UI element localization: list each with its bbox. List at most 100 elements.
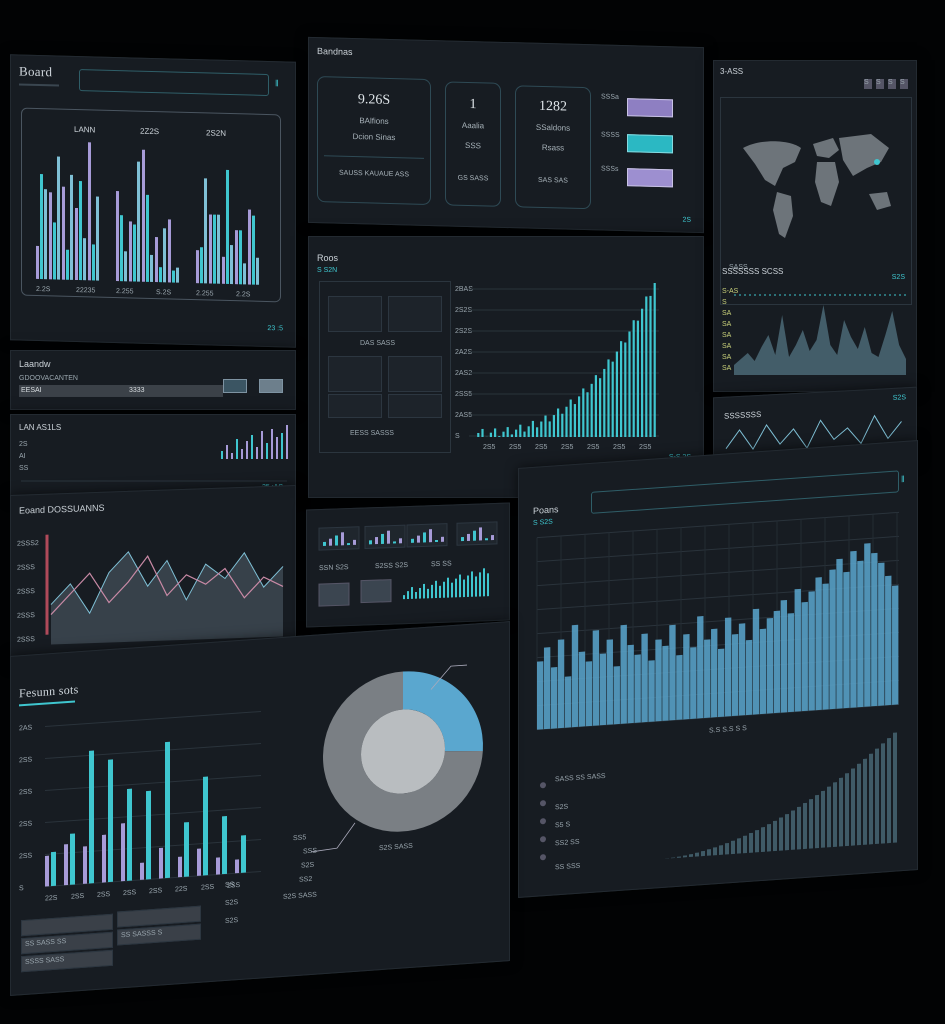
tile-bar bbox=[483, 568, 485, 597]
tile-bar bbox=[335, 535, 338, 546]
trend-bar bbox=[557, 639, 565, 729]
callout-line bbox=[310, 822, 356, 853]
x-tick-label: 2SS bbox=[227, 882, 241, 890]
panel-footer: 23 :5 bbox=[267, 324, 283, 333]
x-tick-label: 2.255 bbox=[116, 288, 134, 295]
filter-toggle-1[interactable] bbox=[223, 379, 247, 393]
tile-bar bbox=[415, 591, 417, 599]
bar bbox=[216, 857, 220, 875]
lower-bar bbox=[707, 849, 711, 856]
y-tick-label: S bbox=[19, 885, 24, 892]
spark-bar bbox=[236, 439, 238, 459]
trend-bar bbox=[704, 639, 711, 718]
tile-bar bbox=[487, 573, 489, 597]
trend-bar bbox=[815, 577, 822, 711]
tile-bar bbox=[455, 578, 457, 598]
legend-swatch-1[interactable] bbox=[627, 98, 673, 118]
tool-4[interactable]: S bbox=[900, 79, 908, 89]
area-fill bbox=[734, 305, 906, 375]
panel-title: Board bbox=[19, 63, 53, 80]
legend-label-1: SSSa bbox=[601, 93, 619, 101]
kpi-card-2[interactable]: 1 Aaalia SSS GS SASS bbox=[445, 81, 501, 207]
filter-bar[interactable] bbox=[19, 385, 223, 397]
tile-bar bbox=[479, 527, 482, 541]
bar bbox=[79, 181, 82, 281]
kpis-title: Bandnas bbox=[317, 46, 353, 57]
spark-bar bbox=[251, 435, 253, 459]
filter-bar-label: EESAI bbox=[21, 387, 42, 394]
y-tick-label: S bbox=[455, 433, 460, 440]
trend-bar bbox=[592, 630, 600, 726]
search-icon[interactable]: ǁ bbox=[275, 78, 279, 89]
y-tick-label: 2S2S bbox=[455, 307, 472, 314]
legend-swatch-3[interactable] bbox=[627, 168, 673, 188]
bar bbox=[75, 207, 78, 281]
tool-1[interactable]: S bbox=[864, 79, 872, 89]
kpis-footer: 2S bbox=[682, 216, 691, 224]
growth-bar bbox=[624, 342, 627, 437]
bar bbox=[204, 178, 207, 284]
tool-3[interactable]: S bbox=[888, 79, 896, 89]
trend-bar bbox=[808, 591, 815, 711]
legend-swatch-2[interactable] bbox=[627, 134, 673, 154]
kpi-sublabel: Rsass bbox=[541, 142, 565, 153]
filter-toggle-2[interactable] bbox=[259, 379, 283, 393]
trend-bar bbox=[585, 661, 593, 727]
bar bbox=[120, 215, 123, 282]
tile-bar bbox=[393, 541, 396, 544]
donut-label: SSS bbox=[303, 847, 318, 856]
lower-bar bbox=[737, 838, 741, 854]
kpi-card-3[interactable]: 1282 SSaldons Rsass SAS SAS bbox=[515, 85, 591, 210]
growth-bar bbox=[498, 436, 501, 437]
world-map-icon[interactable] bbox=[721, 98, 911, 304]
kpi-card-1[interactable]: 9.26S BAlfions Dcion Sinas SAUSS KAUAUE … bbox=[317, 76, 431, 206]
x-tick-label: 2S5 bbox=[639, 444, 652, 451]
y-tick-label: 2SS bbox=[19, 820, 33, 828]
trend-bar bbox=[829, 569, 836, 710]
bar bbox=[83, 846, 87, 884]
trend-bar bbox=[543, 647, 551, 730]
bar bbox=[150, 254, 153, 282]
tool-2[interactable]: S bbox=[876, 79, 884, 89]
lower-bar bbox=[821, 790, 825, 848]
search-input[interactable] bbox=[79, 69, 269, 97]
bar bbox=[127, 788, 132, 881]
filter-sub: GDOOVACANTEN bbox=[19, 375, 78, 382]
lower-bar bbox=[815, 794, 819, 849]
donut-label: S2S bbox=[301, 861, 315, 870]
bullet-icon bbox=[540, 836, 546, 843]
tile-bar bbox=[473, 530, 476, 541]
trend-bar bbox=[648, 660, 655, 722]
pink-line bbox=[50, 555, 284, 615]
bar bbox=[184, 822, 189, 877]
tile-bar bbox=[479, 572, 481, 597]
bullet-icon bbox=[540, 818, 546, 825]
bar bbox=[239, 230, 242, 285]
growth-bar bbox=[548, 421, 551, 437]
y-tick-label: S-AS bbox=[722, 288, 739, 295]
lower-bar bbox=[857, 763, 861, 846]
growth-bar bbox=[620, 341, 623, 437]
tile bbox=[360, 579, 392, 604]
bar bbox=[248, 209, 251, 285]
tile-bar bbox=[423, 532, 426, 543]
trend-bar bbox=[731, 633, 739, 717]
tile-bar bbox=[369, 540, 372, 545]
lower-bar bbox=[743, 835, 747, 854]
bar bbox=[49, 192, 52, 280]
tile-label: SSN S2S bbox=[319, 564, 349, 572]
map-label: SASS bbox=[729, 264, 748, 271]
growth-bar bbox=[590, 383, 593, 437]
growth-bar bbox=[578, 396, 581, 437]
y-tick-label: 2SS bbox=[19, 756, 33, 764]
y-tick-label: 2AS bbox=[19, 724, 33, 732]
growth-bar bbox=[552, 415, 555, 437]
legend-label-3: SSSs bbox=[601, 165, 619, 173]
bar bbox=[70, 833, 75, 885]
trend-bar bbox=[752, 608, 760, 715]
tile-bar bbox=[427, 588, 429, 599]
grid-line bbox=[45, 710, 261, 728]
trend-bar bbox=[738, 623, 746, 716]
